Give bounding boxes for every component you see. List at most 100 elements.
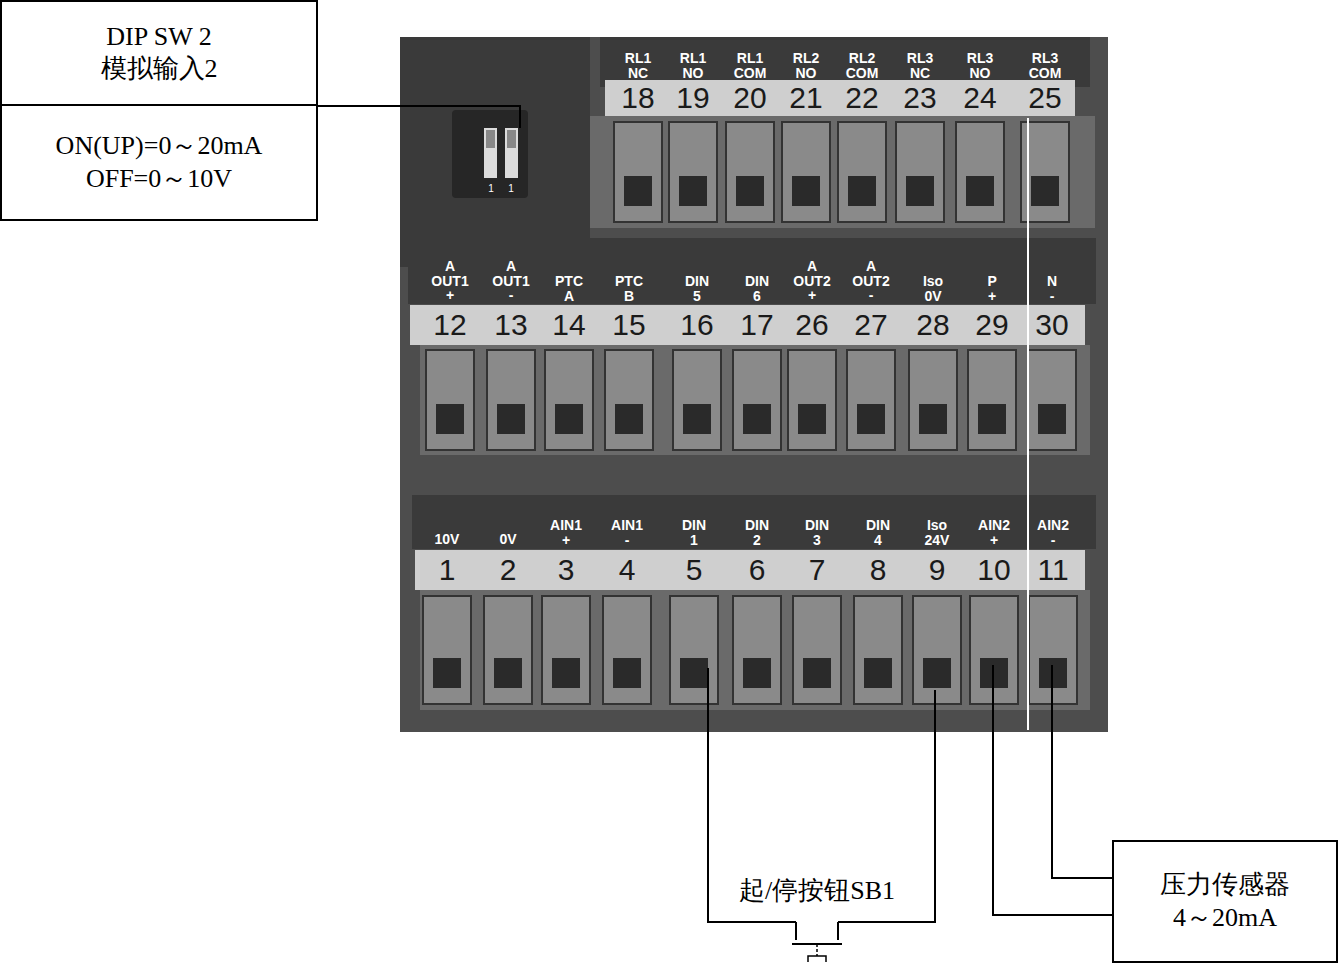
number-strip — [415, 550, 1085, 590]
wire — [993, 665, 1112, 915]
terminal-hole — [497, 404, 525, 434]
terminal-name: DIN 5 — [685, 274, 709, 303]
terminal-number: 14 — [552, 308, 585, 342]
terminal-name: AIN2 + — [978, 518, 1010, 547]
label-band — [408, 238, 1096, 304]
terminal-clamp — [838, 122, 886, 222]
terminal-name: RL3 NC — [907, 51, 933, 80]
box-text: DIP SW 2 — [106, 21, 211, 54]
dip-switch-body — [452, 110, 528, 198]
terminal-clamp — [733, 596, 781, 704]
terminal-hole — [615, 404, 643, 434]
terminal-number: 27 — [854, 308, 887, 342]
terminal-hole — [494, 658, 522, 688]
terminal-name: 0V — [499, 532, 516, 547]
terminal-number: 22 — [845, 81, 878, 115]
box-text: 模拟输入2 — [101, 53, 218, 86]
terminal-name: P + — [987, 274, 996, 303]
terminal-hole — [848, 176, 876, 206]
box-text: ON(UP)=0～20mA — [56, 130, 263, 163]
terminal-hole — [919, 404, 947, 434]
terminal-clamp — [545, 350, 593, 450]
terminal-clamp — [670, 596, 718, 704]
terminal-clamp — [423, 596, 471, 704]
pushbutton-symbol — [792, 922, 842, 962]
terminal-number: 5 — [686, 553, 703, 587]
terminal-number: 24 — [963, 81, 996, 115]
terminal-hole — [803, 658, 831, 688]
dip-recess — [400, 37, 590, 267]
terminal-hole — [683, 404, 711, 434]
terminal-clamp — [614, 122, 662, 222]
terminal-clamp — [487, 350, 535, 450]
terminal-name: AIN2 - — [1037, 518, 1069, 547]
terminal-name: A OUT2 + — [793, 259, 830, 303]
label-band — [412, 495, 1096, 549]
leader-line — [318, 106, 520, 128]
terminal-name: AIN1 + — [550, 518, 582, 547]
terminal-name: DIN 1 — [682, 518, 706, 547]
text-box: ON(UP)=0～20mAOFF=0～10V — [0, 104, 318, 221]
terminal-clamp — [847, 350, 895, 450]
dip-switch-knob — [507, 130, 516, 148]
terminal-number: 30 — [1035, 308, 1068, 342]
terminal-number: 2 — [500, 553, 517, 587]
terminal-number: 29 — [975, 308, 1008, 342]
terminal-number: 28 — [916, 308, 949, 342]
terminal-number: 6 — [749, 553, 766, 587]
wire — [1027, 118, 1029, 730]
terminal-block — [420, 345, 1090, 455]
terminal-hole — [923, 658, 951, 688]
terminal-name: RL2 COM — [846, 51, 879, 80]
terminal-number: 4 — [619, 553, 636, 587]
terminal-name: A OUT1 + — [431, 259, 468, 303]
terminal-hole — [680, 658, 708, 688]
box-text: OFF=0～10V — [86, 163, 232, 196]
dip-switch-knob — [486, 130, 495, 148]
terminal-hole — [798, 404, 826, 434]
dip-switch-lever — [484, 128, 497, 178]
terminal-hole — [743, 404, 771, 434]
terminal-number: 20 — [733, 81, 766, 115]
terminal-number: 17 — [740, 308, 773, 342]
terminal-clamp — [605, 350, 653, 450]
terminal-number: 11 — [1037, 553, 1068, 587]
terminal-clamp — [726, 122, 774, 222]
number-strip — [605, 80, 1075, 116]
terminal-clamp — [733, 350, 781, 450]
terminal-holes — [614, 122, 1069, 222]
terminal-clamp — [896, 122, 944, 222]
terminal-name: DIN 4 — [866, 518, 890, 547]
terminal-name: RL3 COM — [1029, 51, 1062, 80]
terminal-hole — [906, 176, 934, 206]
terminal-number: 23 — [903, 81, 936, 115]
terminal-holes — [423, 596, 1077, 704]
terminal-clamp — [426, 350, 474, 450]
terminal-clamp — [673, 350, 721, 450]
terminal-name: DIN 3 — [805, 518, 829, 547]
terminal-name: DIN 6 — [745, 274, 769, 303]
terminal-holes — [426, 350, 1076, 450]
terminal-clamp — [909, 350, 957, 450]
terminal-number: 7 — [809, 553, 826, 587]
terminal-number: 1 — [439, 553, 456, 587]
terminal-hole — [966, 176, 994, 206]
terminal-name: RL3 NO — [967, 51, 993, 80]
terminal-clamp — [603, 596, 651, 704]
terminal-hole — [864, 658, 892, 688]
terminal-name: RL1 COM — [734, 51, 767, 80]
terminal-number: 21 — [789, 81, 822, 115]
terminal-number: 8 — [870, 553, 887, 587]
terminal-hole — [736, 176, 764, 206]
terminal-clamp — [542, 596, 590, 704]
terminal-block — [590, 116, 1095, 228]
terminal-hole — [743, 658, 771, 688]
terminal-number: 10 — [977, 553, 1010, 587]
box-text: 压力传感器 — [1160, 869, 1290, 902]
terminal-name: Iso 0V — [923, 274, 943, 303]
terminal-clamp — [484, 596, 532, 704]
terminal-clamp — [782, 122, 830, 222]
text-box: 压力传感器4～20mA — [1112, 840, 1338, 963]
terminal-hole — [679, 176, 707, 206]
terminal-clamp — [1028, 350, 1076, 450]
